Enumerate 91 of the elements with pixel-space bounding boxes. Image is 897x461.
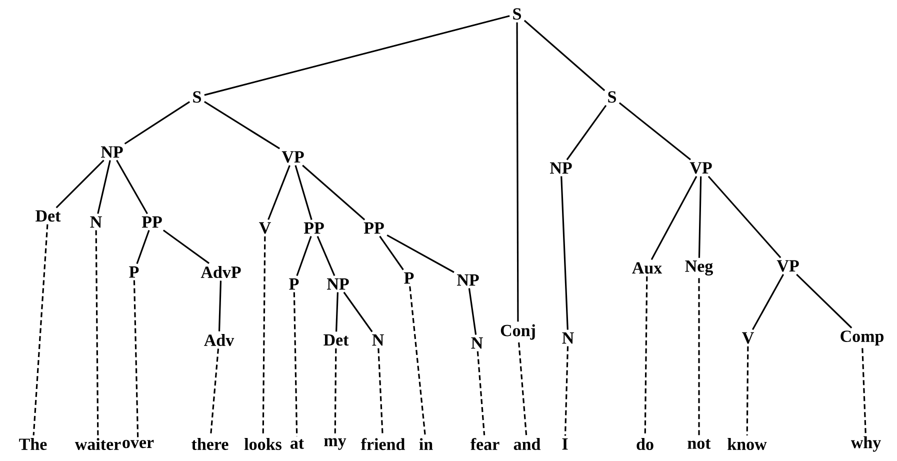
- word: waiter: [74, 438, 121, 450]
- word: looks: [244, 438, 282, 450]
- category-label: NP: [101, 146, 123, 158]
- branch-line: [386, 234, 454, 273]
- category-label: Aux: [632, 262, 662, 274]
- dashed-line: [564, 346, 569, 436]
- dashed-line: [862, 348, 866, 434]
- word: do: [636, 438, 654, 450]
- category-label: Det: [36, 210, 61, 222]
- branch-line: [162, 230, 210, 264]
- branch-line: [698, 176, 702, 258]
- branch-line: [708, 176, 782, 258]
- category-label: P: [129, 266, 139, 278]
- category-label: VP: [776, 260, 799, 272]
- branch-line: [204, 15, 510, 96]
- branch-line: [796, 274, 852, 328]
- dashed-line: [32, 224, 48, 436]
- category-label: VP: [690, 162, 712, 174]
- category-label: Comp: [840, 330, 884, 346]
- word: not: [688, 439, 711, 449]
- word: in: [419, 438, 433, 450]
- dashed-line: [95, 230, 99, 436]
- branch-line: [516, 22, 519, 322]
- branch-line: [268, 165, 290, 220]
- word: there: [192, 438, 228, 450]
- word: my: [324, 438, 346, 450]
- word: I: [562, 438, 568, 450]
- branch-line: [379, 236, 404, 270]
- branch-line: [294, 165, 312, 220]
- category-label: V: [259, 222, 271, 234]
- word: fear: [470, 438, 500, 450]
- branch-line: [566, 104, 607, 160]
- branch-line: [560, 176, 568, 330]
- category-label: N: [471, 337, 483, 349]
- branch-line: [468, 288, 477, 335]
- branch-line: [124, 101, 190, 144]
- dashed-line: [210, 348, 220, 436]
- word: know: [728, 438, 767, 450]
- word: at: [290, 439, 304, 449]
- category-label: NP: [457, 274, 479, 286]
- word: why: [850, 436, 881, 452]
- category-label: PP: [304, 222, 324, 234]
- dashed-line: [476, 351, 486, 436]
- category-label: PP: [364, 222, 384, 234]
- word: over: [122, 440, 154, 448]
- branch-line: [204, 100, 280, 150]
- branch-line: [97, 160, 111, 214]
- branch-line: [343, 292, 373, 332]
- dashed-line: [644, 276, 648, 436]
- branch-line: [218, 280, 222, 332]
- dashed-line: [409, 286, 426, 436]
- branch-line: [336, 292, 338, 332]
- category-label: P: [404, 272, 414, 284]
- word: friend: [360, 438, 406, 450]
- branch-line: [752, 274, 784, 330]
- category-label: N: [562, 332, 574, 344]
- category-label: V: [742, 332, 754, 344]
- category-label: Conj: [500, 324, 535, 340]
- category-label: Adv: [204, 334, 234, 346]
- dashed-line: [133, 280, 139, 438]
- category-label: P: [289, 278, 299, 290]
- category-label: NP: [327, 278, 349, 290]
- category-label: S: [513, 8, 522, 20]
- dashed-line: [518, 342, 528, 436]
- dashed-line: [378, 348, 384, 436]
- dashed-line: [334, 348, 337, 436]
- branch-line: [618, 102, 691, 160]
- branch-line: [316, 236, 336, 276]
- category-label: N: [372, 334, 384, 346]
- category-label: N: [90, 216, 102, 228]
- category-label: VP: [282, 151, 304, 163]
- branch-line: [116, 160, 148, 214]
- dashed-line: [262, 236, 266, 436]
- branch-line: [650, 176, 698, 260]
- branch-line: [296, 236, 312, 276]
- dashed-line: [698, 278, 700, 436]
- branch-line: [302, 164, 366, 220]
- word: and: [514, 438, 541, 450]
- category-label: S: [193, 91, 201, 103]
- category-label: PP: [142, 216, 162, 228]
- branch-line: [524, 20, 606, 92]
- dashed-line: [293, 292, 298, 436]
- category-label: S: [608, 91, 616, 103]
- category-label: NP: [550, 162, 572, 174]
- word: The: [19, 438, 47, 450]
- category-label: AdvP: [200, 266, 241, 278]
- branch-line: [56, 160, 104, 208]
- category-label: Det: [324, 334, 349, 346]
- dashed-line: [746, 346, 749, 436]
- category-label: Neg: [685, 260, 713, 276]
- branch-line: [136, 230, 150, 264]
